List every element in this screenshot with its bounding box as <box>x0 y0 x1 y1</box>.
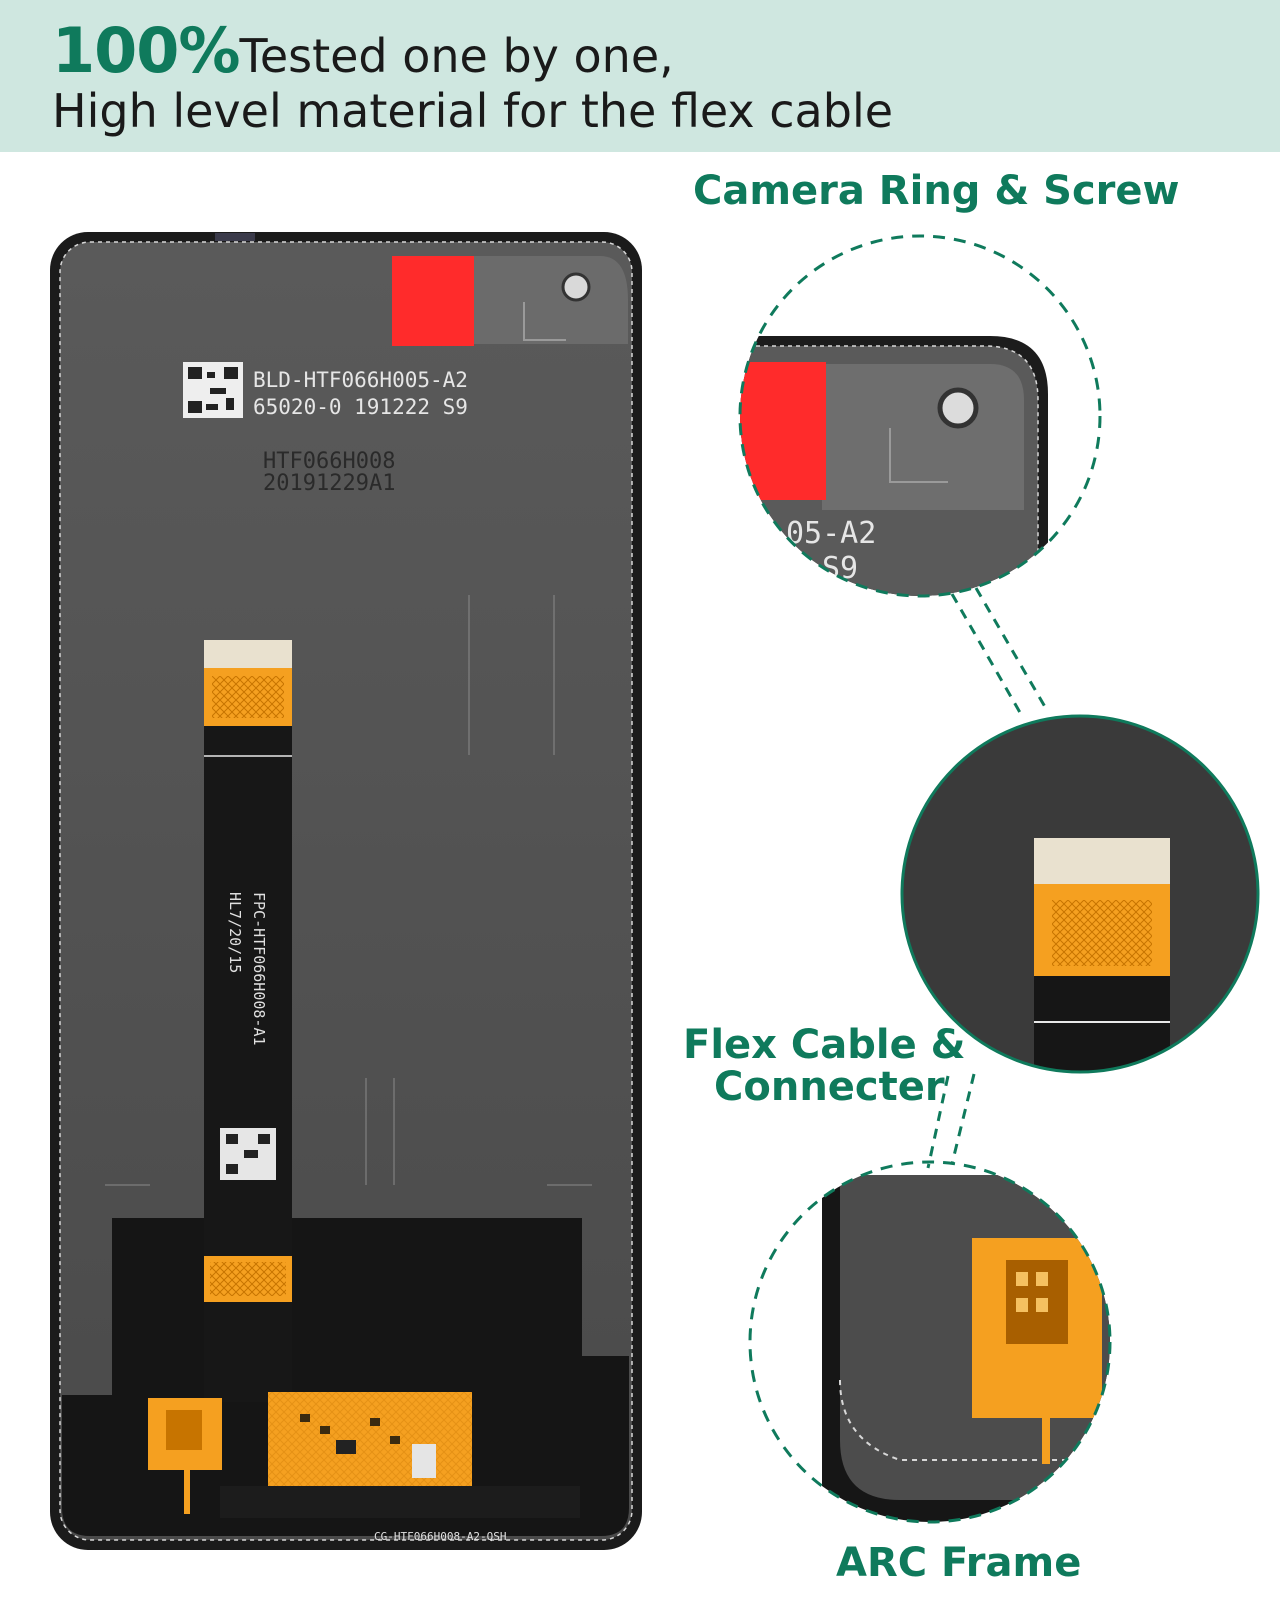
callout-flex-line2: Connecter <box>714 1064 945 1110</box>
stamp-line2: 20191229A1 <box>263 471 395 496</box>
flex-cable: FPC-HTF066H008-A1 HL7/20/15 <box>204 640 292 1402</box>
callout-camera-ring: Camera Ring & Screw <box>693 168 1180 214</box>
red-tape <box>392 256 474 346</box>
lcd-back-panel <box>60 242 632 1540</box>
flex-connector-tip <box>204 640 292 670</box>
zoom-text-line2: S9 <box>822 551 858 586</box>
callout-flex-line1: Flex Cable & <box>683 1022 966 1068</box>
stamp-line1: HTF066H008 <box>263 449 395 474</box>
lcd-assembly: BLD-HTF066H005-A2 65020-0 191222 S9 HTF0… <box>50 232 642 1550</box>
arc-zoom-circle <box>748 1160 1112 1524</box>
camera-zoom-circle: 05-A2 S9 <box>738 234 1102 598</box>
banner-percent: 100% <box>52 14 241 87</box>
banner-line2: High level material for the flex cable <box>52 84 894 138</box>
camera-screw <box>561 272 591 302</box>
zoom-text-line1: 05-A2 <box>786 516 876 551</box>
model-label-line2: 65020-0 191222 S9 <box>253 395 468 419</box>
model-label-line1: BLD-HTF066H005-A2 <box>253 368 468 392</box>
qr-code-top <box>183 362 243 418</box>
fpc-label-line1: FPC-HTF066H008-A1 <box>250 892 268 1046</box>
camera-sticker <box>470 256 628 344</box>
banner-line1-text: Tested one by one, <box>239 29 674 83</box>
banner-headline: 100%Tested one by one, <box>52 14 674 87</box>
camera-screw-zoom <box>937 387 979 429</box>
connector-lines <box>926 587 1050 1169</box>
fpc-label-line2: HL7/20/15 <box>226 892 244 973</box>
callout-arc-frame: ARC Frame <box>836 1540 1082 1586</box>
flex-zoom-circle <box>900 714 1260 1074</box>
bottom-part-code: CG-HTF066H008-A2-QSH <box>374 1530 506 1543</box>
bottom-pcb: CG-HTF066H008-A2-QSH <box>148 1392 580 1543</box>
header-banner: 100%Tested one by one, High level materi… <box>0 0 1280 152</box>
